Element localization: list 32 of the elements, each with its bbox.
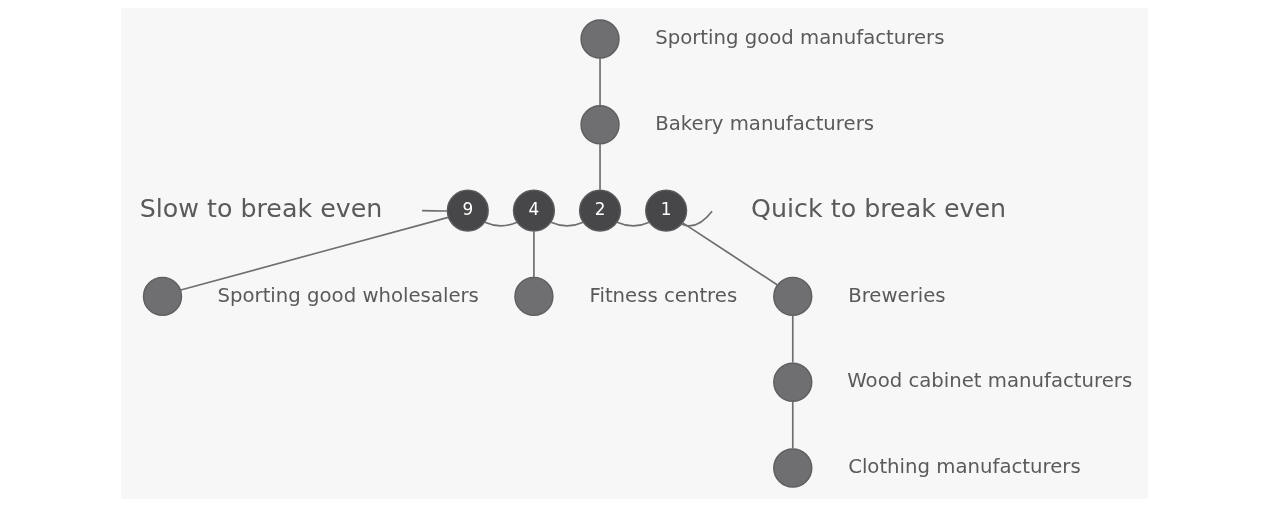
node-circle [580,105,620,145]
connector [599,57,601,107]
node-circle: 9 [446,189,489,232]
node-label: Sporting good manufacturers [655,26,945,50]
node-circle [773,448,813,488]
node-circle [142,276,183,317]
node-circle: 1 [645,189,688,232]
node-circle: 2 [578,189,622,232]
node-circle [773,276,813,317]
node-label: Breweries [848,283,946,307]
node-label: Wood cabinet manufacturers [847,369,1133,393]
connector [179,216,450,291]
connector [421,209,448,212]
node-label: Fitness centres [589,283,738,307]
connector [681,222,779,286]
label: Quick to break even [751,192,1007,223]
node-circle [580,19,620,59]
label: Slow to break even [139,192,383,223]
node-label: Sporting good wholesalers [217,283,479,307]
connector [616,221,651,227]
connector [791,400,794,450]
node-label: Bakery manufacturers [655,111,874,135]
connector [550,221,584,227]
connector [680,210,713,227]
node-label: Clothing manufacturers [848,455,1081,479]
node-circle: 4 [512,189,555,232]
connector [533,230,535,278]
connector [484,221,518,227]
connector [791,314,794,364]
connector [599,142,601,191]
node-circle [514,276,554,317]
node-circle [773,362,813,402]
